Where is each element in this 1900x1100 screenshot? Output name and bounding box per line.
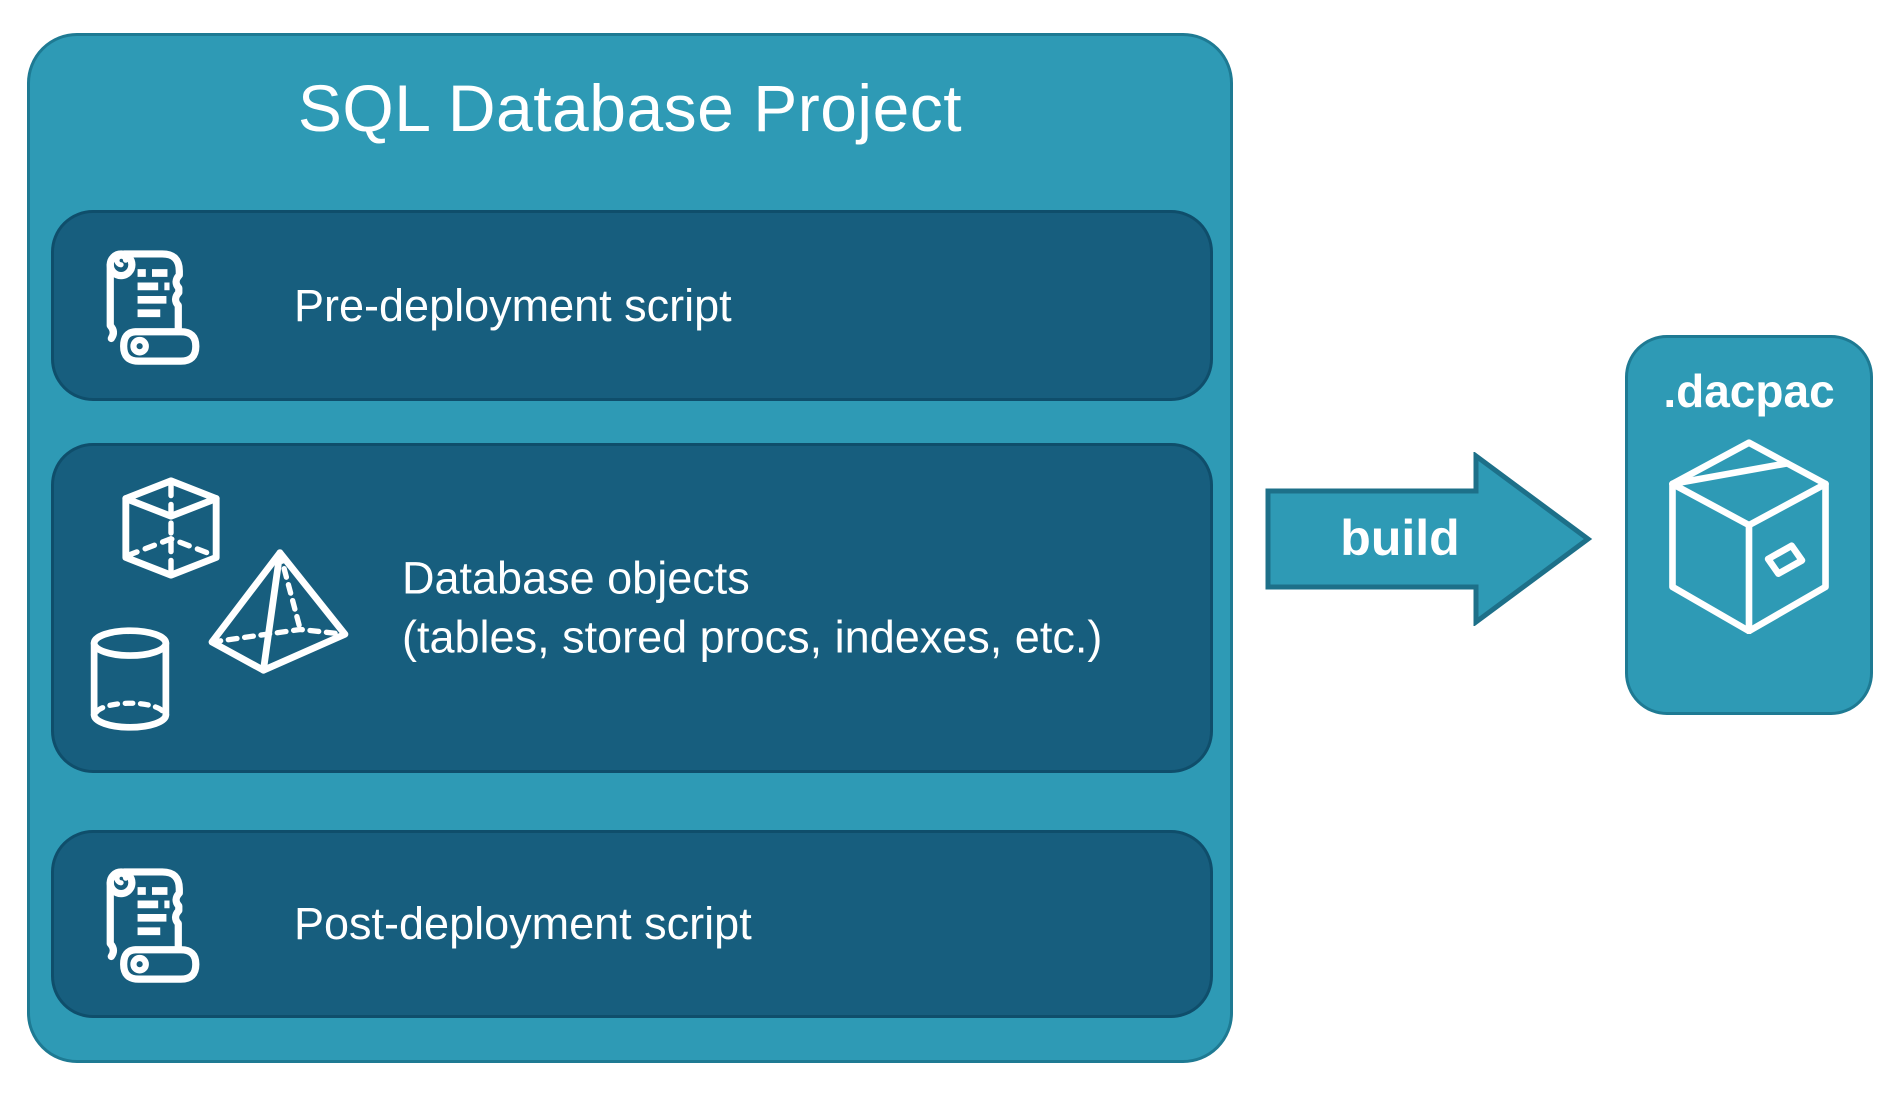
package-box-icon — [1669, 439, 1829, 634]
sql-database-project-box: SQL Database Project Pr — [27, 33, 1233, 1063]
database-objects-sublabel: (tables, stored procs, indexes, etc.) — [402, 611, 1103, 662]
database-objects-label: Database objects — [402, 552, 750, 604]
build-arrow — [1265, 452, 1593, 626]
scroll-icon — [106, 249, 200, 365]
post-deployment-script-label: Post-deployment script — [294, 898, 752, 949]
pyramid-icon — [208, 549, 349, 674]
panel-database-objects: Database objects (tables, stored procs, … — [51, 443, 1213, 773]
dacpac-box: .dacpac — [1625, 335, 1873, 715]
panel-post-deployment-script: Post-deployment script — [51, 830, 1213, 1018]
cylinder-icon — [90, 627, 170, 731]
pre-deployment-script-label: Pre-deployment script — [294, 279, 732, 331]
build-arrow-label: build — [1340, 510, 1460, 566]
cube-icon — [122, 477, 220, 579]
project-title: SQL Database Project — [297, 71, 963, 145]
panel-pre-deployment-script: Pre-deployment script — [51, 210, 1213, 401]
dacpac-label: .dacpac — [1663, 365, 1835, 417]
database-objects-text: Database objects (tables, stored procs, … — [402, 550, 1102, 667]
scroll-icon — [106, 868, 200, 983]
